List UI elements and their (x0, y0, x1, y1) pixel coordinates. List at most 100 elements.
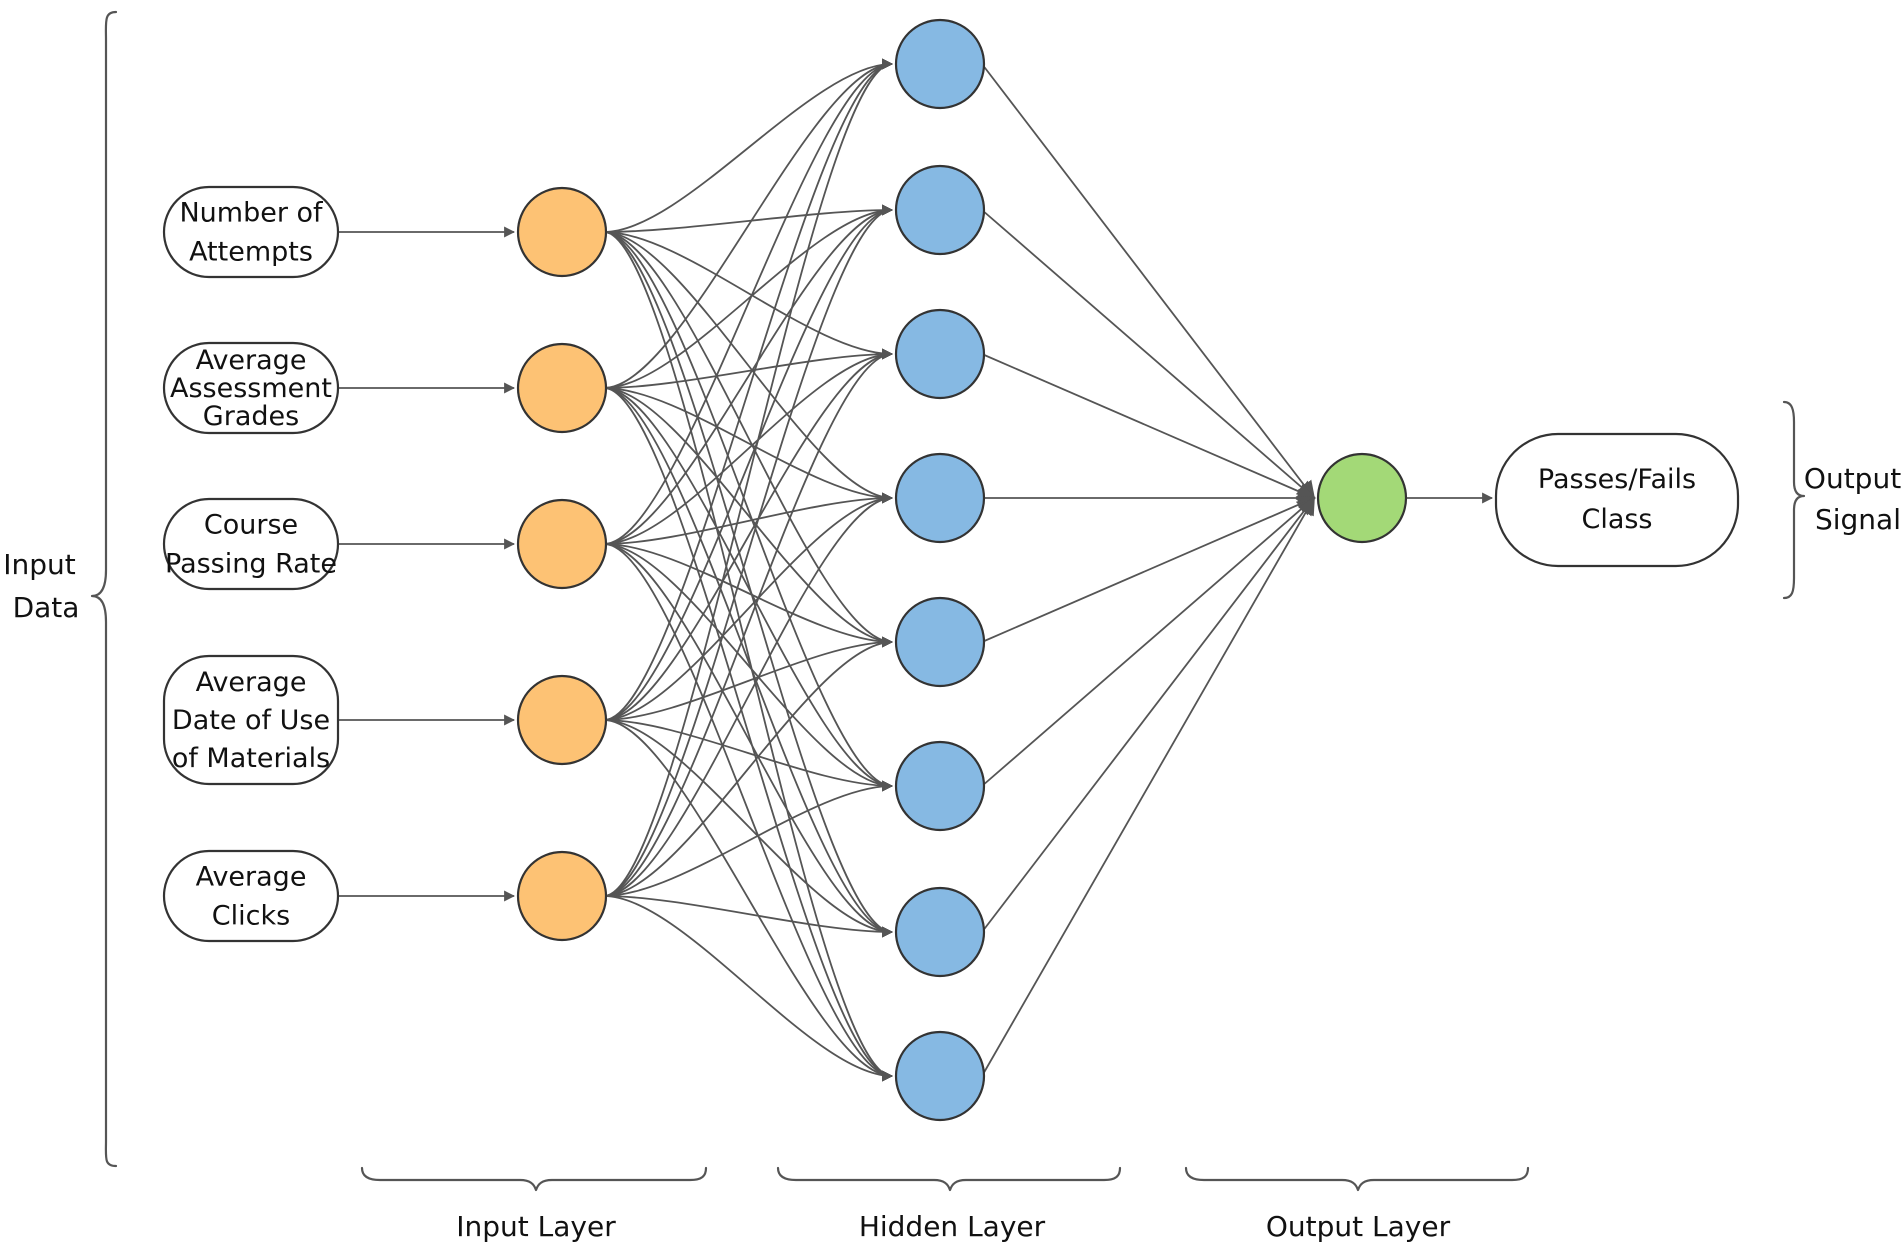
edge-hidden-5-to-output (981, 496, 1316, 643)
input-box-5-shape (162, 849, 340, 943)
edge-input-3-to-hidden-3 (603, 348, 894, 545)
edge-input-3-to-hidden-1 (603, 58, 894, 545)
hidden-node-6 (894, 740, 986, 832)
input-box-2-line-3: Grades (203, 401, 299, 432)
edge-input-1-to-hidden-3 (603, 231, 894, 360)
edge-input-2-to-hidden-3 (603, 348, 894, 389)
edge-input-5-to-hidden-1 (603, 58, 894, 897)
input-box-5-line-2: Clicks (212, 901, 290, 932)
output-box (1494, 432, 1740, 568)
output-signal-label-line-1: Output (1804, 462, 1901, 495)
output-box-line-1: Passes/Fails (1538, 464, 1696, 495)
edge-input-3-to-hidden-4 (603, 492, 894, 545)
output-signal-brace (1782, 400, 1806, 600)
edge-input-1-to-hidden-8 (603, 231, 894, 1082)
edge-hidden-8-to-output (981, 496, 1315, 1077)
input-data-label-line-2: Data (13, 591, 80, 624)
edge-input-4-to-hidden-5 (603, 636, 894, 721)
edge-input-1-to-hidden-7 (603, 231, 894, 938)
input-box-3-shape (162, 497, 340, 591)
input-box-4-line-2: Date of Use (172, 705, 330, 736)
input-layer-label: Input Layer (456, 1210, 616, 1243)
input-box-4-line-1: Average (196, 667, 307, 698)
input-data-brace (90, 10, 118, 1168)
edge-hidden-1-to-output (981, 63, 1316, 500)
input-box-4-shape (162, 654, 340, 786)
output-node (1316, 452, 1408, 544)
edge-hidden-7-to-output (981, 496, 1316, 933)
hidden-node-2 (894, 164, 986, 256)
edge-input-1-to-hidden-1 (603, 58, 894, 233)
hidden-layer-brace (776, 1166, 1122, 1192)
edge-hidden-3-to-output (981, 353, 1316, 500)
hidden-layer-label: Hidden Layer (859, 1210, 1046, 1243)
edge-input-4-to-hidden-1 (603, 58, 894, 721)
edge-input-4-to-hidden-3 (603, 348, 894, 721)
edge-input-5-to-hidden-3 (603, 348, 894, 897)
edge-input-5-to-hidden-4 (603, 492, 894, 897)
edge-input-1-to-hidden-5 (603, 231, 894, 648)
input-box-1-shape (162, 185, 340, 279)
hidden-node-5 (894, 596, 986, 688)
edge-input-5-to-hidden-5 (603, 636, 894, 897)
edge-hidden-6-to-output (981, 496, 1316, 787)
input-box-1: Number of Attempts (162, 185, 340, 279)
edge-input-3-to-hidden-7 (603, 543, 894, 938)
input-node-5 (516, 850, 608, 942)
edge-input-1-to-hidden-6 (603, 231, 894, 792)
input-box-3-line-2: Passing Rate (165, 549, 337, 580)
input-data-label: Input Data (3, 548, 84, 624)
edge-input-4-to-hidden-4 (603, 492, 894, 721)
edge-input-3-to-hidden-2 (603, 204, 894, 545)
input-layer-brace (360, 1166, 708, 1192)
edge-input-2-to-hidden-8 (603, 387, 894, 1082)
edge-input-2-to-hidden-1 (603, 58, 894, 389)
input-box-1-line-1: Number of (179, 198, 324, 229)
edge-input-4-to-hidden-6 (603, 719, 894, 792)
edge-input-4-to-hidden-2 (603, 204, 894, 721)
edge-input-2-to-hidden-5 (603, 387, 894, 648)
edge-input-2-to-hidden-2 (603, 204, 894, 389)
input-box-5-line-1: Average (196, 862, 307, 893)
edge-hidden-2-to-output (981, 209, 1316, 500)
hidden-node-4 (894, 452, 986, 544)
hidden-node-1 (894, 18, 986, 110)
input-box-3-line-1: Course (204, 510, 298, 541)
connections (338, 58, 1494, 1082)
output-signal-label: Output Signal (1804, 462, 1902, 536)
edge-input-5-to-hidden-2 (603, 204, 894, 897)
input-box-1-line-2: Attempts (189, 237, 313, 268)
edge-input-1-to-hidden-2 (603, 204, 894, 233)
edge-input-5-to-hidden-7 (603, 895, 894, 938)
edge-input-4-to-hidden-7 (603, 719, 894, 938)
output-layer-label: Output Layer (1266, 1210, 1451, 1243)
edge-input-3-to-hidden-5 (603, 543, 894, 648)
output-signal-label-line-2: Signal (1815, 503, 1901, 536)
edge-input-2-to-hidden-6 (603, 387, 894, 792)
hidden-node-8 (894, 1030, 986, 1122)
edge-input-3-to-hidden-6 (603, 543, 894, 792)
output-layer-brace (1184, 1166, 1530, 1192)
input-box-2-line-2: Assessment (170, 373, 332, 404)
edge-input-5-to-hidden-6 (603, 780, 894, 897)
edge-input-4-to-hidden-8 (603, 719, 894, 1082)
output-box-line-2: Class (1581, 504, 1652, 535)
input-box-2-line-1: Average (196, 345, 307, 376)
input-node-4 (516, 674, 608, 766)
input-node-1 (516, 186, 608, 278)
edge-input-2-to-hidden-4 (603, 387, 894, 504)
hidden-node-3 (894, 308, 986, 400)
edge-input-3-to-hidden-8 (603, 543, 894, 1082)
input-box-4-line-3: of Materials (172, 743, 330, 774)
hidden-node-7 (894, 886, 986, 978)
input-boxes: Number ofAttemptsAverageAssessmentGrades… (162, 185, 340, 943)
input-data-label-line-1: Input (3, 548, 76, 581)
edge-input-2-to-hidden-7 (603, 387, 894, 938)
input-node-2 (516, 342, 608, 434)
